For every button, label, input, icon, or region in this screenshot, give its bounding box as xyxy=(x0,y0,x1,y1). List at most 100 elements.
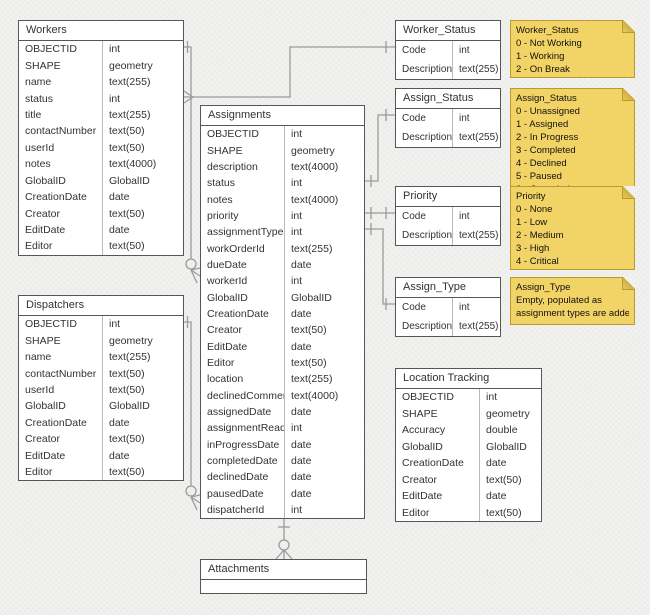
field-type: text(4000) xyxy=(291,160,339,173)
note-line: Empty, populated as xyxy=(516,295,602,306)
table-title: Attachments xyxy=(201,560,366,580)
field-name: workerId xyxy=(201,273,285,290)
field-name: dueDate xyxy=(201,256,285,274)
field-name: description xyxy=(201,158,285,176)
field-name: OBJECTID xyxy=(19,316,103,333)
field-type: text(50) xyxy=(109,367,145,380)
field-name: GlobalID xyxy=(201,289,285,306)
field-name: Code xyxy=(396,41,453,60)
connector-assignments-assign-type xyxy=(365,223,395,310)
field-type: date xyxy=(291,438,312,451)
table-attachments[interactable]: Attachments xyxy=(200,559,367,594)
field-name: workOrderId xyxy=(201,240,285,257)
field-name: completedDate xyxy=(201,452,285,470)
field-type: date xyxy=(291,258,312,271)
field-type: double xyxy=(486,424,518,437)
field-name: Description xyxy=(396,60,453,79)
field-type: int xyxy=(459,113,470,124)
note-line: 1 - Low xyxy=(516,217,548,228)
field-name: EditDate xyxy=(19,221,103,239)
field-type: text(4000) xyxy=(109,158,157,171)
field-type: text(255) xyxy=(459,230,499,241)
field-name: CreationDate xyxy=(201,305,285,323)
field-name: EditDate xyxy=(201,338,285,355)
table-title: Dispatchers xyxy=(19,296,183,316)
field-type: GlobalID xyxy=(109,400,150,413)
field-name: Description xyxy=(396,226,453,245)
field-name: assignmentRead xyxy=(201,420,285,437)
zero-circle-icon xyxy=(185,258,197,270)
field-name: GlobalID xyxy=(19,398,103,415)
note-fold-icon xyxy=(622,88,635,101)
field-name: notes xyxy=(201,191,285,208)
note-line: 0 - None xyxy=(516,204,553,215)
field-type: text(50) xyxy=(109,433,145,446)
note-line: 4 - Declined xyxy=(516,158,567,169)
field-type: int xyxy=(291,128,303,141)
field-type: text(50) xyxy=(291,356,327,369)
field-name: contactNumber xyxy=(19,123,103,140)
note-line: 2 - On Break xyxy=(516,64,570,75)
table-title: Assign_Type xyxy=(396,278,500,298)
field-name: Creator xyxy=(201,322,285,339)
field-name: OBJECTID xyxy=(201,126,285,143)
table-title: Assign_Status xyxy=(396,89,500,109)
field-name: title xyxy=(19,106,103,124)
field-type: text(255) xyxy=(459,64,499,75)
field-name: Code xyxy=(396,207,453,226)
field-row: workOrderId text(255) xyxy=(201,240,364,257)
field-name: GlobalID xyxy=(396,438,480,455)
field-type: text(255) xyxy=(109,108,151,121)
field-name: SHAPE xyxy=(396,405,480,422)
connector-workers-assignments xyxy=(184,41,201,284)
field-name: assignedDate xyxy=(201,403,285,421)
field-name: notes xyxy=(19,156,103,173)
connector-workers-worker-status xyxy=(183,41,395,104)
field-row: GlobalID GlobalID xyxy=(19,398,183,415)
note-line: 1 - Assigned xyxy=(516,119,569,130)
note-line: 5 - Paused xyxy=(516,171,562,182)
field-type: text(255) xyxy=(291,242,333,255)
